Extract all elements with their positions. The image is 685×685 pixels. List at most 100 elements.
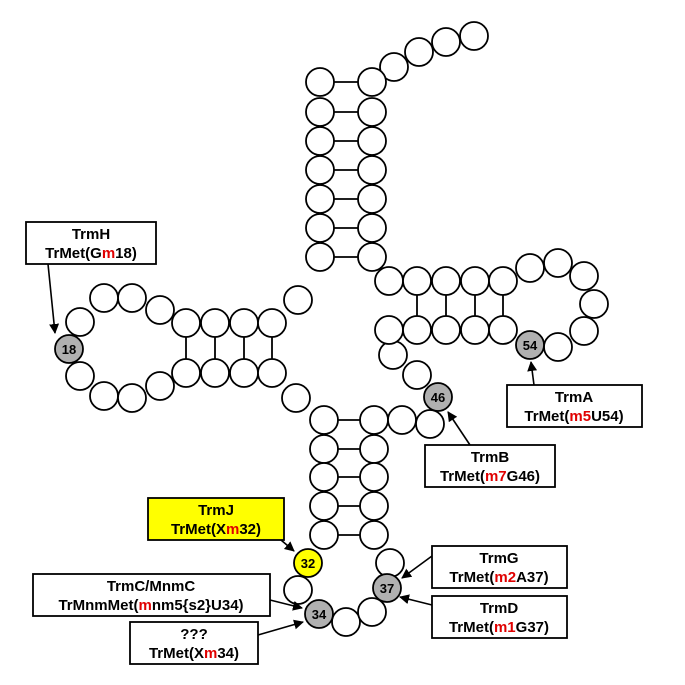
enzyme-product: TrMet(Xm34)	[149, 645, 239, 662]
nucleotide	[309, 405, 339, 435]
enzyme-label-trmb: TrmB TrMet(m7G46)	[424, 444, 556, 488]
nucleotide	[309, 491, 339, 521]
nucleotide	[171, 308, 201, 338]
nucleotide	[543, 332, 573, 362]
nucleotide	[305, 126, 335, 156]
nucleotide	[569, 261, 599, 291]
enzyme-product: TrMet(m5U54)	[524, 408, 623, 425]
nucleotide	[402, 360, 432, 390]
nucleotide-54: 54	[515, 330, 545, 360]
enzyme-label-trmg: TrmG TrMet(m2A37)	[431, 545, 568, 589]
nucleotide	[374, 266, 404, 296]
arrow-trmg	[401, 555, 433, 579]
nucleotide	[543, 248, 573, 278]
nucleotide	[515, 253, 545, 283]
nucleotide	[89, 381, 119, 411]
nucleotide	[65, 361, 95, 391]
nucleotide-37: 37	[372, 573, 402, 603]
enzyme-name: TrmJ	[198, 502, 234, 519]
enzyme-name: TrmD	[480, 600, 519, 617]
nucleotide	[200, 308, 230, 338]
enzyme-product: TrMet(Xm32)	[171, 521, 261, 538]
nucleotide	[257, 308, 287, 338]
nucleotide	[387, 405, 417, 435]
nucleotide	[305, 242, 335, 272]
nucleotide	[404, 37, 434, 67]
nucleotide-46-label: 46	[431, 390, 445, 405]
nucleotide	[488, 315, 518, 345]
enzyme-product: TrMet(m7G46)	[440, 468, 540, 485]
enzyme-label-trmj: TrmJ TrMet(Xm32)	[147, 497, 285, 541]
nucleotide	[145, 295, 175, 325]
nucleotide	[460, 266, 490, 296]
nucleotide	[460, 315, 490, 345]
nucleotide	[402, 315, 432, 345]
nucleotide	[357, 597, 387, 627]
nucleotide	[357, 242, 387, 272]
nucleotide	[171, 358, 201, 388]
enzyme-product: TrMnmMet(mnm5{s2}U34)	[58, 597, 243, 614]
arrow-trmc	[269, 599, 303, 611]
nucleotide	[283, 285, 313, 315]
nucleotide	[331, 607, 361, 637]
nucleotide	[359, 405, 389, 435]
nucleotide	[375, 548, 405, 578]
enzyme-name: TrmB	[471, 449, 510, 466]
enzyme-name: TrmC/MnmC	[107, 578, 196, 595]
nucleotide-46: 46	[423, 382, 453, 412]
nucleotide-32: 32	[293, 548, 323, 578]
nucleotide	[359, 520, 389, 550]
arrow-trma	[527, 361, 538, 386]
enzyme-product: TrMet(m1G37)	[449, 619, 549, 636]
nucleotide	[579, 289, 609, 319]
nucleotide	[357, 213, 387, 243]
enzyme-name: TrmH	[72, 226, 110, 243]
nucleotide	[305, 155, 335, 185]
nucleotide	[431, 266, 461, 296]
nucleotide	[415, 409, 445, 439]
nucleotide	[488, 266, 518, 296]
nucleotide	[229, 308, 259, 338]
nucleotide	[145, 371, 175, 401]
nucleotide	[357, 126, 387, 156]
nucleotide	[359, 462, 389, 492]
modified-nucleotides: 18 54 46 32 34 37	[54, 330, 545, 629]
nucleotide	[379, 52, 409, 82]
nucleotide	[374, 315, 404, 345]
nucleotide-34-label: 34	[312, 607, 327, 622]
nucleotide	[402, 266, 432, 296]
nucleotide	[89, 283, 119, 313]
nucleotide	[257, 358, 287, 388]
nucleotide	[309, 520, 339, 550]
enzyme-name: TrmA	[555, 389, 594, 406]
nucleotide	[357, 184, 387, 214]
nucleotide	[431, 315, 461, 345]
nucleotide-18: 18	[54, 334, 84, 364]
enzyme-name: TrmG	[479, 550, 518, 567]
nucleotide	[305, 67, 335, 97]
enzyme-name: ???	[180, 626, 208, 643]
nucleotide	[305, 213, 335, 243]
nucleotide-34: 34	[304, 599, 334, 629]
nucleotide	[309, 462, 339, 492]
nucleotide-54-label: 54	[523, 338, 538, 353]
nucleotide	[459, 21, 489, 51]
nucleotide	[378, 340, 408, 370]
nucleotide	[281, 383, 311, 413]
nucleotide	[117, 283, 147, 313]
nucleotide	[283, 575, 313, 605]
nucleotide	[357, 155, 387, 185]
nucleotide	[305, 97, 335, 127]
enzyme-label-unknown: ??? TrMet(Xm34)	[129, 621, 259, 665]
enzyme-label-trmd: TrmD TrMet(m1G37)	[431, 595, 568, 639]
nucleotide	[229, 358, 259, 388]
nucleotide	[357, 97, 387, 127]
enzyme-label-trma: TrmA TrMet(m5U54)	[506, 384, 643, 428]
nucleotide	[117, 383, 147, 413]
enzyme-product: TrMet(m2A37)	[449, 569, 548, 586]
arrow-trmd	[399, 594, 433, 606]
nucleotide-chain	[65, 21, 609, 637]
nucleotide-37-label: 37	[380, 581, 394, 596]
nucleotide	[309, 434, 339, 464]
